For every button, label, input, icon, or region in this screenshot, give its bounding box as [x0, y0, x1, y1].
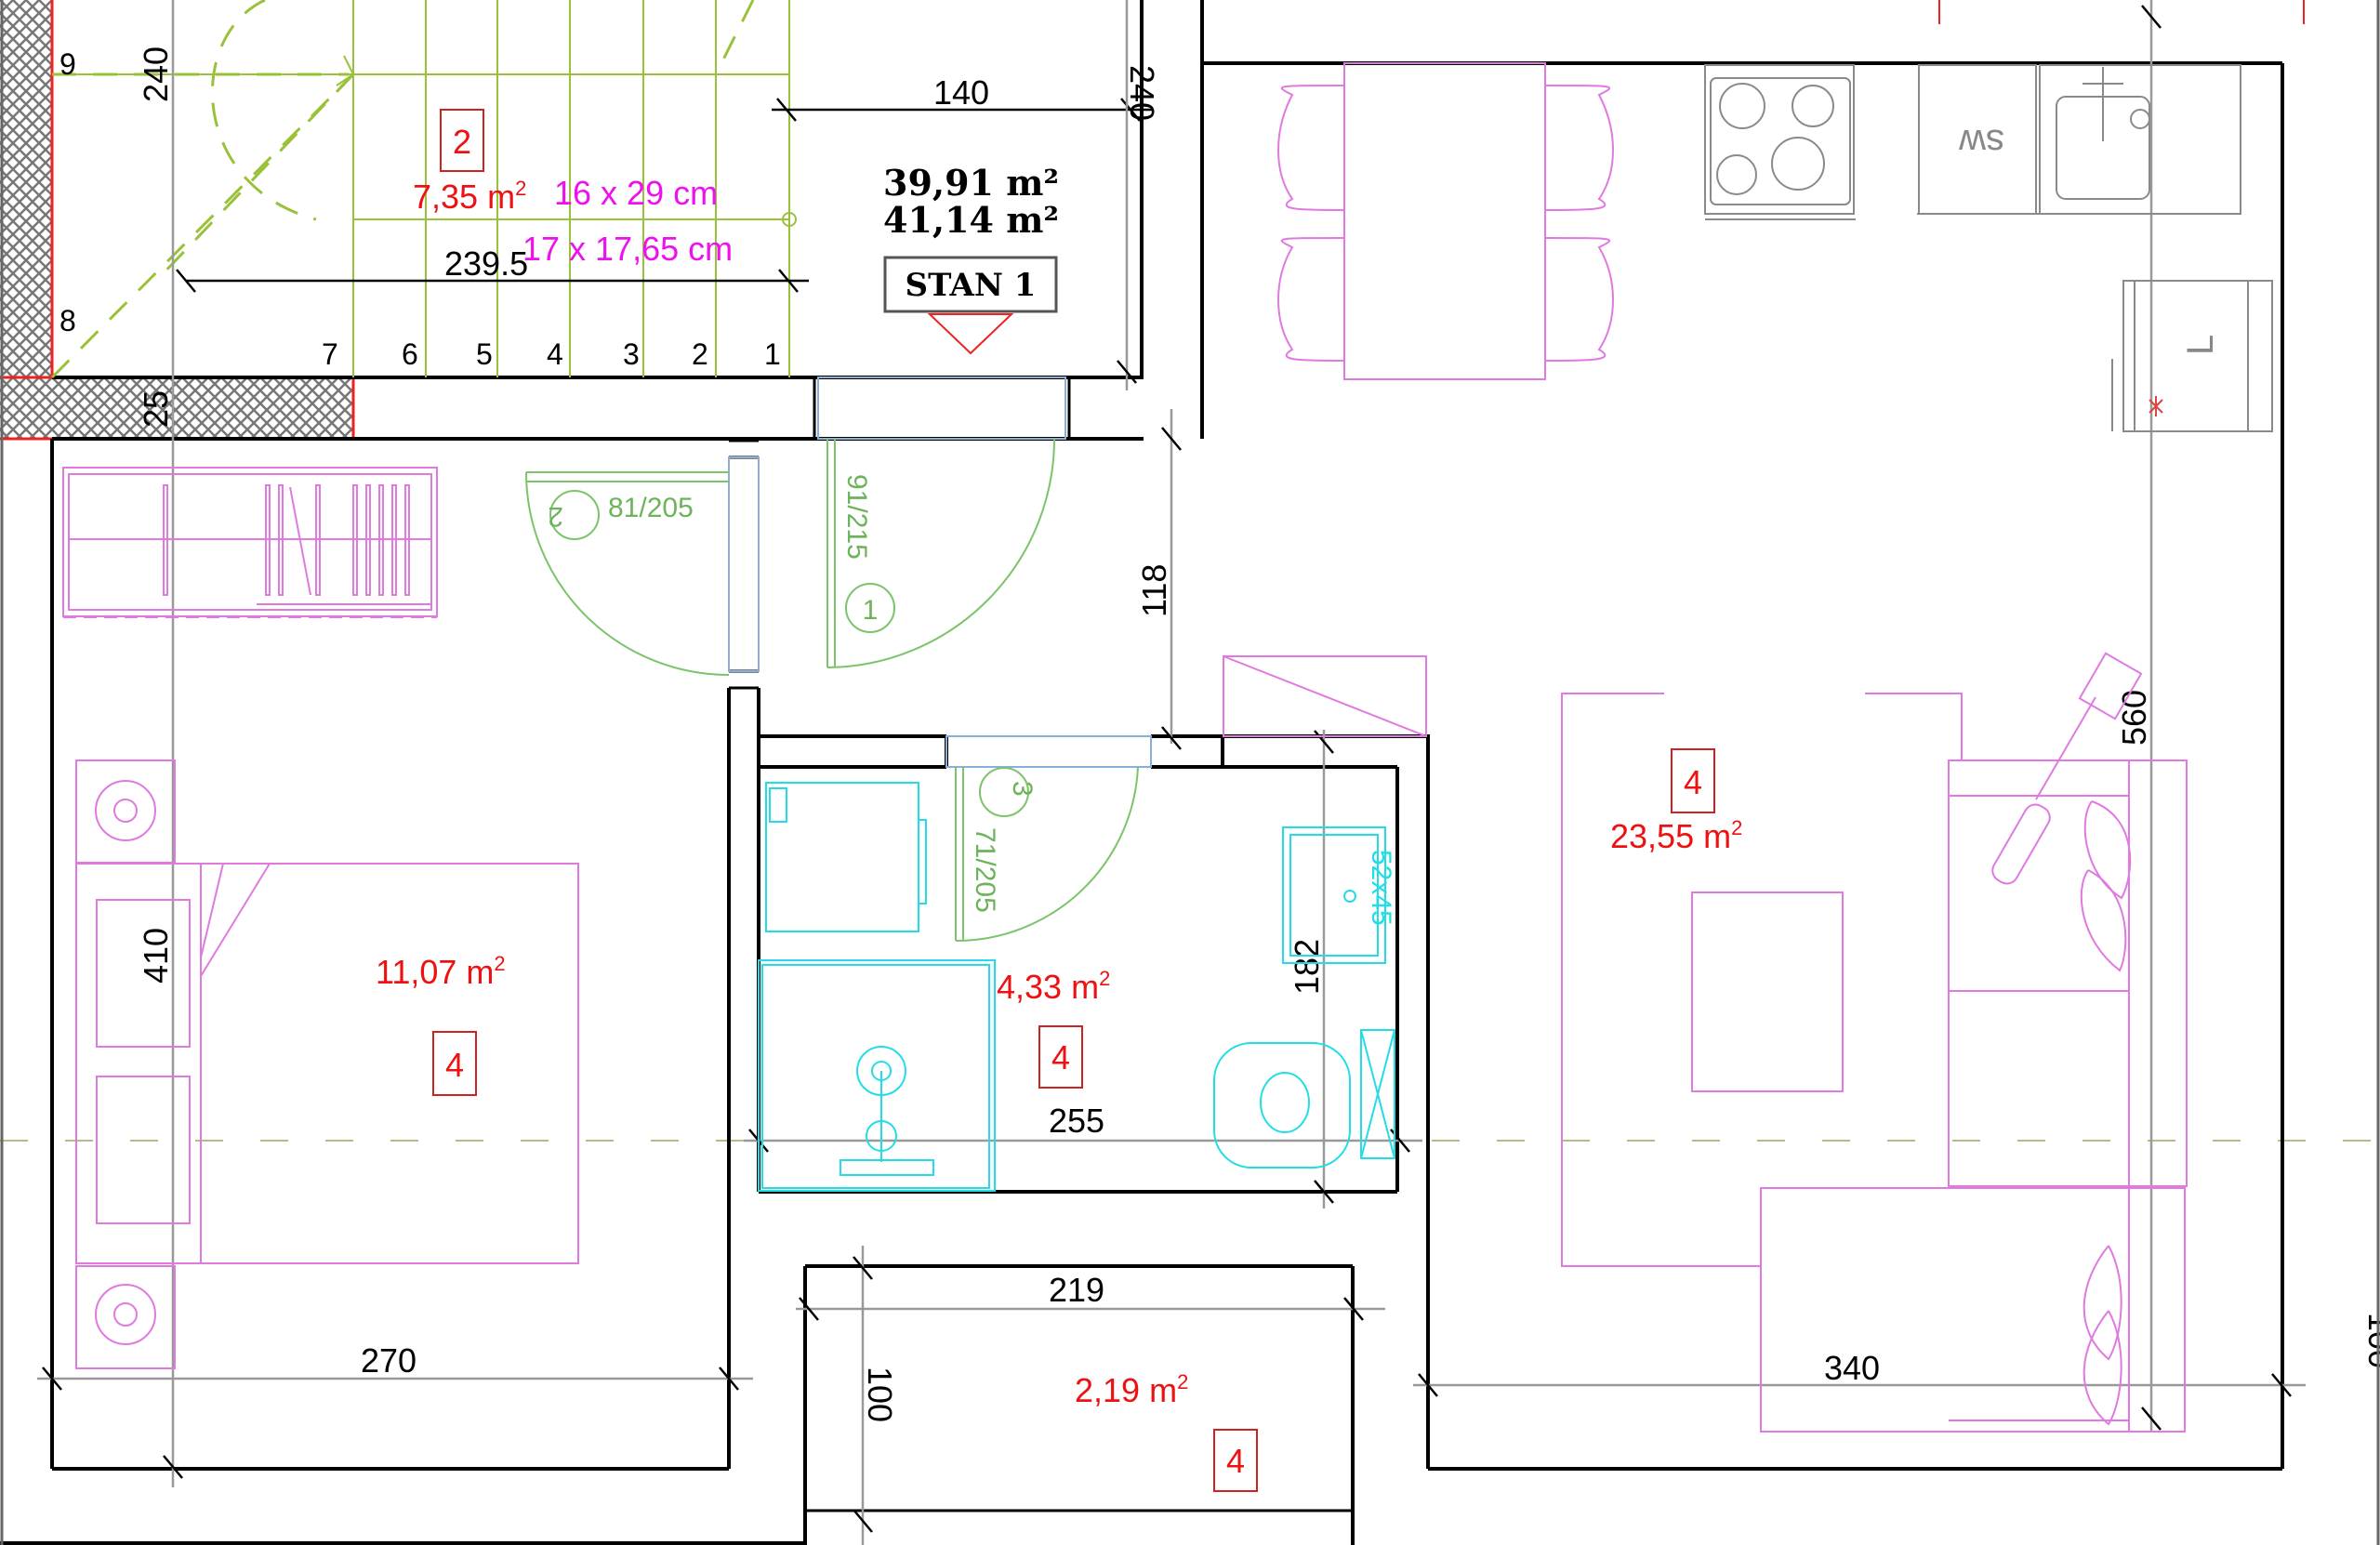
dim-stair-length: 239.5	[444, 244, 528, 283]
stairs-area: 7,35 m2	[413, 177, 526, 216]
door-1[interactable]: 1 91/215	[817, 376, 1066, 668]
stairs-room-number: 2	[453, 123, 471, 161]
bathroom-number-box	[1038, 1025, 1083, 1089]
door-1-number: 1	[863, 595, 879, 626]
bathroom-fixtures	[758, 782, 1395, 1192]
riser-size: 17 x 17,65 cm	[522, 230, 733, 268]
door-2[interactable]: 2 81/205	[525, 456, 760, 676]
dim-corridor: 118	[1135, 564, 1173, 617]
living-number-box	[1671, 748, 1715, 813]
staircase	[50, 0, 797, 379]
entrance-arrow-icon	[927, 313, 1014, 355]
bed	[75, 759, 579, 1369]
bedroom-area: 11,07 m2	[376, 952, 506, 991]
bedroom-number-box	[432, 1031, 477, 1096]
step-number-2: 2	[692, 337, 708, 371]
wardrobe	[62, 467, 438, 618]
step-number-7: 7	[322, 337, 338, 371]
dim-bath-width: 255	[1049, 1102, 1104, 1140]
dim-balcony-depth: 100	[861, 1367, 899, 1422]
dining-table	[1277, 62, 1614, 380]
room-number-box	[440, 109, 484, 172]
bathroom-area: 4,33 m2	[997, 967, 1110, 1006]
dim-edge-partial: 100	[2361, 1313, 2380, 1368]
balcony-area: 2,19 m2	[1075, 1370, 1188, 1409]
dim-stair-height: 240	[137, 46, 175, 102]
step-number-5: 5	[476, 337, 493, 371]
door-3[interactable]: 3 71/205	[945, 735, 1152, 943]
step-number-1: 1	[764, 337, 781, 371]
bedroom-number: 4	[445, 1046, 464, 1084]
step-number-8: 8	[60, 304, 76, 337]
fridge-label: L	[2180, 335, 2221, 355]
living-furniture	[1223, 652, 2188, 1433]
kitchen-counter	[1704, 64, 2273, 432]
dim-wall: 25	[137, 390, 175, 428]
sink-label: 52x45	[1366, 850, 1396, 926]
unit-label-box	[883, 256, 1058, 313]
step-number-6: 6	[402, 337, 418, 371]
step-number-4: 4	[547, 337, 563, 371]
walls	[0, 0, 2284, 1545]
dimension-lines	[37, 0, 2306, 1545]
balcony-number-box	[1213, 1429, 1258, 1492]
door-2-number: 2	[548, 501, 563, 532]
gross-area: 41,14 m²	[883, 199, 1059, 241]
door-3-number: 3	[1007, 781, 1038, 797]
dishwasher-label: sw	[1959, 122, 2004, 163]
dim-living-height: 560	[2115, 690, 2153, 746]
dim-living-width: 340	[1824, 1349, 1880, 1387]
living-area: 23,55 m2	[1610, 816, 1742, 855]
dim-bedroom-height: 410	[137, 928, 175, 984]
dim-landing-width: 140	[933, 73, 989, 112]
door-3-size: 71/205	[970, 827, 1000, 913]
net-area: 39,91 m²	[883, 162, 1059, 204]
door-2-size: 81/205	[608, 493, 694, 523]
living-number: 4	[1684, 763, 1702, 801]
step-number-9: 9	[60, 47, 76, 81]
tread-size: 16 x 29 cm	[554, 174, 718, 212]
dim-balcony-width: 219	[1049, 1271, 1104, 1309]
unit-label: STAN 1	[906, 267, 1037, 304]
dim-bedroom-width: 270	[361, 1341, 416, 1380]
bathroom-number: 4	[1051, 1038, 1070, 1076]
door-1-size: 91/215	[841, 474, 872, 560]
step-number-3: 3	[623, 337, 640, 371]
balcony-number: 4	[1226, 1442, 1245, 1480]
dim-bath-height: 182	[1288, 939, 1326, 995]
dim-landing-height: 240	[1123, 65, 1161, 121]
